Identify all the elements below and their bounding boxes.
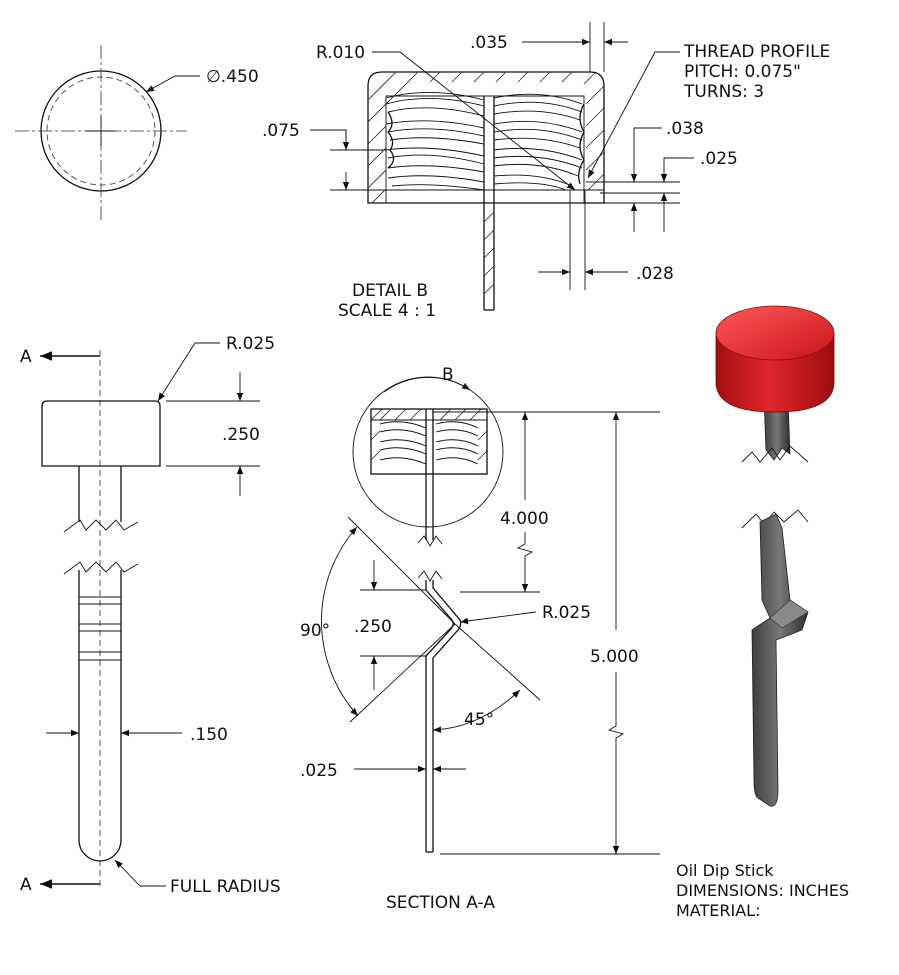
r010-leader: [372, 51, 576, 191]
detail-b-circle: [352, 376, 504, 528]
break-line-bottom: [63, 561, 139, 575]
d5000-label: 5.000: [590, 647, 639, 667]
section-stick-bend-right: [432, 580, 462, 852]
d4000-label: 4.000: [500, 509, 549, 529]
break-line-top: [63, 519, 139, 533]
section-break-top: [417, 535, 443, 547]
detail-b: R.010 .035 THREAD PROFILE PITCH: 0.075" …: [262, 22, 830, 321]
section-stick-bend-left: [425, 580, 454, 852]
thread-profile-title: THREAD PROFILE: [683, 42, 830, 62]
section-a-top-label: A: [20, 347, 32, 367]
angle-arc-45: [432, 689, 521, 733]
render-stick-lower: [751, 513, 809, 807]
detail-b-arc-arrow: [383, 376, 471, 393]
note-material: MATERIAL:: [676, 901, 760, 920]
d4000-break: [516, 532, 534, 592]
detail-threads: [385, 92, 585, 191]
thread-profile-leader: [587, 51, 680, 179]
thickness-label: .025: [300, 761, 338, 781]
section-view: B: [300, 365, 660, 913]
level-marks: [79, 596, 121, 661]
detail-b-title: DETAIL B: [352, 281, 428, 301]
detail-stick-hatch: [483, 211, 495, 295]
d025-leader: [660, 157, 694, 182]
render-break-upper: [741, 445, 809, 463]
section-a-bottom-label: A: [20, 875, 32, 895]
detail-cap-cavity: [385, 95, 585, 203]
cap-radius-leader: [157, 342, 220, 402]
d038-leader: [630, 127, 662, 182]
d028-label: .028: [636, 264, 674, 284]
note-part-name: Oil Dip Stick: [676, 861, 774, 880]
render-break-lower: [741, 509, 809, 529]
section-title: SECTION A-A: [386, 893, 495, 913]
d5000-break: [607, 672, 625, 854]
cap-height-label: .250: [222, 425, 260, 445]
section-cap-threads: [379, 421, 479, 465]
detail-b-scale: SCALE 4 : 1: [338, 301, 436, 321]
cap-radius-label: R.025: [226, 334, 275, 354]
thread-turns: TURNS: 3: [683, 82, 764, 102]
d035-label: .035: [470, 33, 508, 53]
detail-cap-outline: [367, 71, 605, 204]
front-cap: [41, 400, 161, 467]
render-bend-highlight: [769, 599, 809, 629]
stick-width-label: .150: [190, 725, 228, 745]
angle-line-2: [349, 623, 456, 723]
d075-label: .075: [262, 121, 300, 141]
top-view: ∅.450: [15, 45, 259, 222]
section-cap-hatch: [370, 408, 488, 461]
d075-leader: [310, 129, 347, 150]
bend-radius-label: R.025: [542, 603, 591, 623]
front-view: A A R.025 .250: [20, 334, 281, 897]
section-cap-outline: [370, 408, 488, 475]
offset-label: .250: [354, 617, 392, 637]
dipstick-3d-render: [715, 305, 835, 807]
angle-line-1: [347, 516, 456, 625]
detail-b-label: B: [442, 365, 454, 385]
angle-45-label: 45°: [464, 710, 494, 730]
diameter-label: ∅.450: [206, 67, 259, 87]
render-cap-top: [715, 305, 835, 361]
angle-line-3: [454, 623, 541, 701]
d025-label: .025: [700, 149, 738, 169]
r010-label: R.010: [316, 43, 365, 63]
d038-label: .038: [666, 119, 704, 139]
angle-arc-90: [321, 526, 359, 717]
tip-leader: [114, 859, 166, 887]
angle-90-label: 90°: [300, 621, 330, 641]
bend-radius-leader: [459, 611, 537, 625]
diameter-leader: [145, 75, 200, 93]
detail-hatch: [367, 71, 605, 204]
front-stick-tip: [78, 839, 122, 862]
section-break-bottom: [417, 570, 443, 582]
note-dimensions: DIMENSIONS: INCHES: [676, 881, 849, 900]
thread-pitch: PITCH: 0.075": [684, 62, 801, 82]
tip-label: FULL RADIUS: [170, 877, 281, 897]
title-notes: Oil Dip Stick DIMENSIONS: INCHES MATERIA…: [676, 861, 849, 920]
